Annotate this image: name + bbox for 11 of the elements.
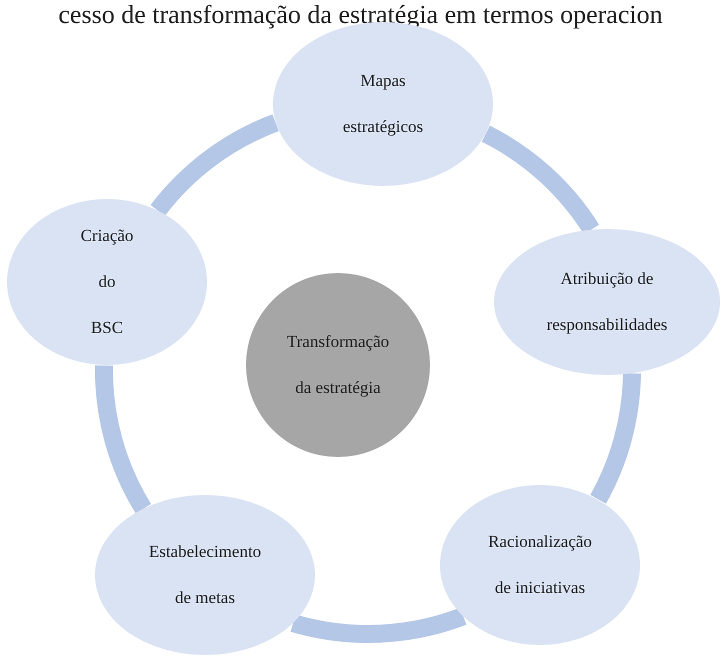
ring-connector (95, 365, 152, 513)
stage-label: Transformação da estratégia (286, 332, 390, 397)
stage-label: Criação do BSC (80, 226, 134, 337)
ring-connector (150, 114, 280, 216)
diagram-title: cesso de transformação da estratégia em termos operacion (57, 0, 664, 30)
ring-connector (291, 608, 466, 643)
stage-label: Estabelecimento de metas (148, 542, 262, 607)
stage-label: Mapas estratégicos (342, 71, 424, 136)
ring-connector (590, 372, 641, 504)
stage-label: Racionalização de iniciativas (488, 532, 592, 597)
stage-label: Atribuição de responsabilidades (546, 269, 668, 334)
